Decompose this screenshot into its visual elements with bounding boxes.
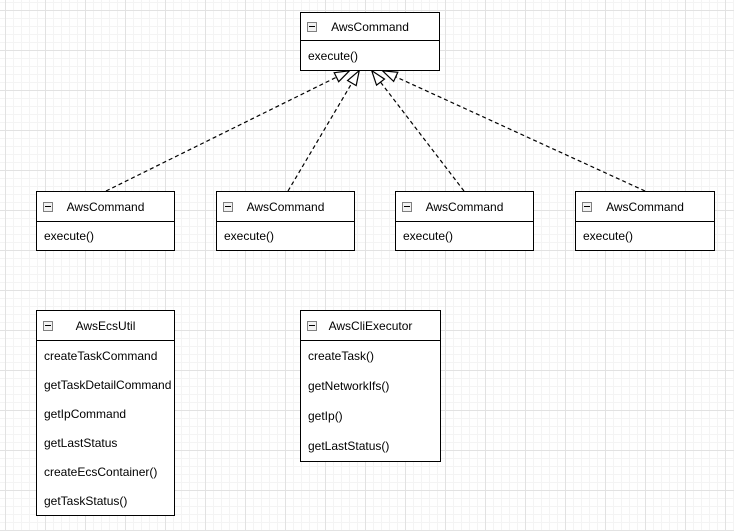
class-header: AwsCommand — [217, 192, 354, 222]
class-title: AwsCommand — [246, 199, 325, 214]
method-list: createTask() getNetworkIfs() getIp() get… — [301, 341, 440, 461]
class-title: AwsEcsUtil — [75, 318, 136, 333]
class-box-awscommand-impl2[interactable]: AwsCommand execute() — [216, 191, 355, 251]
collapse-icon[interactable] — [307, 320, 317, 331]
class-header: AwsCommand — [301, 13, 439, 41]
class-title: AwsCommand — [331, 19, 409, 34]
method-item: getLastStatus() — [308, 439, 390, 453]
method-list: execute() — [396, 222, 533, 250]
class-box-awscommand-parent[interactable]: AwsCommand execute() — [300, 12, 440, 71]
method-list: execute() — [576, 222, 714, 250]
collapse-icon[interactable] — [402, 201, 412, 212]
method-list: execute() — [37, 222, 174, 250]
method-list: execute() — [301, 41, 439, 70]
method-item: getTaskStatus() — [44, 493, 128, 508]
collapse-icon[interactable] — [43, 320, 53, 331]
method-list: createTaskCommand getTaskDetailCommand g… — [37, 341, 174, 515]
realization-arrow-impl2[interactable] — [287, 71, 359, 192]
class-title: AwsCommand — [606, 199, 684, 214]
method-item: execute() — [403, 229, 454, 243]
class-box-awsecsutil[interactable]: AwsEcsUtil createTaskCommand getTaskDeta… — [36, 310, 175, 516]
class-box-awscommand-impl1[interactable]: AwsCommand execute() — [36, 191, 175, 251]
method-item: createEcsContainer() — [44, 464, 158, 479]
collapse-icon[interactable] — [43, 201, 53, 212]
class-box-awscliexecutor[interactable]: AwsCliExecutor createTask() getNetworkIf… — [300, 310, 441, 462]
class-header: AwsCommand — [576, 192, 714, 222]
class-box-awscommand-impl4[interactable]: AwsCommand execute() — [575, 191, 715, 251]
method-item: createTaskCommand — [44, 348, 158, 363]
method-item: createTask() — [308, 349, 375, 363]
class-header: AwsEcsUtil — [37, 311, 174, 341]
class-title: AwsCliExecutor — [328, 318, 413, 333]
realization-arrow-impl3[interactable] — [372, 71, 465, 192]
collapse-icon[interactable] — [307, 21, 317, 32]
class-header: AwsCommand — [396, 192, 533, 222]
collapse-icon[interactable] — [582, 201, 592, 212]
class-header: AwsCliExecutor — [301, 311, 440, 341]
method-item: execute() — [224, 229, 275, 243]
class-header: AwsCommand — [37, 192, 174, 222]
method-item: getNetworkIfs() — [308, 379, 390, 393]
method-item: getIp() — [308, 409, 343, 423]
class-title: AwsCommand — [66, 199, 145, 214]
method-list: execute() — [217, 222, 354, 250]
method-item: execute() — [308, 48, 359, 63]
method-item: execute() — [44, 229, 95, 243]
collapse-icon[interactable] — [223, 201, 233, 212]
method-item: getLastStatus — [44, 435, 118, 450]
method-item: execute() — [583, 229, 634, 243]
method-item: getIpCommand — [44, 406, 127, 421]
realization-arrow-impl4[interactable] — [383, 71, 646, 192]
class-box-awscommand-impl3[interactable]: AwsCommand execute() — [395, 191, 534, 251]
class-title: AwsCommand — [425, 199, 504, 214]
realization-arrow-impl1[interactable] — [105, 71, 349, 192]
method-item: getTaskDetailCommand — [44, 377, 172, 392]
